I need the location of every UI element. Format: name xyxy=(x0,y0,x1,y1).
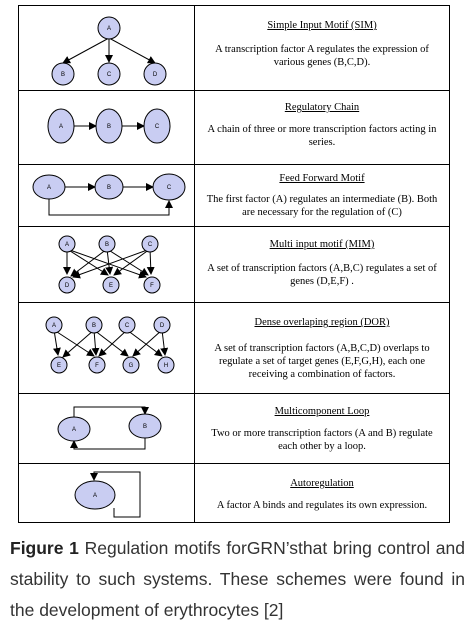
loop-node-a: A xyxy=(57,416,91,442)
svg-text:D: D xyxy=(65,283,70,289)
motif-row-sim: A B C D Simple Input Motif (SIM) A trans… xyxy=(18,5,450,90)
auto-diagram: A xyxy=(19,464,195,522)
auto-node-a: A xyxy=(74,480,116,510)
svg-text:A: A xyxy=(93,493,97,499)
sim-diagram: A B C D xyxy=(19,6,195,90)
svg-text:E: E xyxy=(109,283,113,289)
svg-text:D: D xyxy=(160,323,165,329)
dor-diagram: A B C D E F G H xyxy=(19,303,195,393)
motif-desc: A set of transcription factors (A,B,C) r… xyxy=(207,263,437,287)
mim-node-f: F xyxy=(143,276,161,294)
motif-row-auto: A Autoregulation A factor A binds and re… xyxy=(18,463,450,523)
motif-row-mim: A B C D E F Multi input motif (MIM) A se… xyxy=(18,226,450,302)
ffl-diagram: A B C xyxy=(19,165,195,226)
svg-text:A: A xyxy=(47,185,51,191)
loop-node-b: B xyxy=(128,413,162,439)
svg-text:C: C xyxy=(155,124,160,130)
chain-node-c: C xyxy=(143,108,171,144)
motif-row-ffl: A B C Feed Forward Motif The first facto… xyxy=(18,164,450,226)
motif-title: Regulatory Chain xyxy=(284,102,360,113)
chain-node-b: B xyxy=(95,108,123,144)
svg-text:H: H xyxy=(164,363,168,369)
dor-node-b: B xyxy=(85,316,103,334)
motif-title: Autoregulation xyxy=(290,478,354,489)
motif-desc: Two or more transcription factors (A and… xyxy=(211,428,433,452)
motif-row-dor: A B C D E F G H Dense overlaping region … xyxy=(18,302,450,393)
motif-desc: A factor A binds and regulates its own e… xyxy=(216,500,428,511)
svg-text:C: C xyxy=(125,323,130,329)
sim-node-d: D xyxy=(143,62,167,86)
dor-node-c: C xyxy=(118,316,136,334)
ffl-node-b: B xyxy=(94,174,124,200)
dor-node-g: G xyxy=(122,356,140,374)
mim-diagram: A B C D E F xyxy=(19,227,195,302)
svg-text:F: F xyxy=(150,283,154,289)
ffl-node-a: A xyxy=(32,174,66,200)
svg-text:B: B xyxy=(105,242,109,248)
svg-text:A: A xyxy=(72,427,76,433)
dor-node-h: H xyxy=(157,356,175,374)
sim-description: Simple Input Motif (SIM) A transcription… xyxy=(195,6,449,90)
motif-row-chain: A B C Regulatory Chain A chain of three … xyxy=(18,90,450,164)
sim-node-b: B xyxy=(51,62,75,86)
sim-node-c: C xyxy=(97,62,121,86)
ffl-description: Feed Forward Motif The first factor (A) … xyxy=(195,165,449,226)
mim-node-a: A xyxy=(58,235,76,253)
motif-desc: A transcription factor A regulates the e… xyxy=(215,44,429,68)
motif-desc: A chain of three or more transcription f… xyxy=(207,124,437,148)
mim-node-e: E xyxy=(102,276,120,294)
motif-title: Simple Input Motif (SIM) xyxy=(267,20,377,31)
svg-text:C: C xyxy=(148,242,153,248)
mim-node-d: D xyxy=(58,276,76,294)
svg-text:D: D xyxy=(153,72,158,78)
svg-text:G: G xyxy=(129,363,134,369)
svg-text:B: B xyxy=(61,72,65,78)
chain-diagram: A B C xyxy=(19,91,195,164)
svg-text:A: A xyxy=(107,26,111,32)
svg-text:A: A xyxy=(52,323,56,329)
mim-description: Multi input motif (MIM) A set of transcr… xyxy=(195,227,449,302)
motif-row-loop: A B Multicomponent Loop Two or more tran… xyxy=(18,393,450,463)
mim-node-b: B xyxy=(98,235,116,253)
loop-description: Multicomponent Loop Two or more transcri… xyxy=(195,394,449,463)
sim-node-a: A xyxy=(97,16,121,40)
dor-node-a: A xyxy=(45,316,63,334)
motif-title: Dense overlaping region (DOR) xyxy=(254,317,390,328)
svg-text:C: C xyxy=(167,185,172,191)
figure-caption: Figure 1 Regulation motifs forGRN’sthat … xyxy=(10,533,465,626)
svg-text:B: B xyxy=(92,323,96,329)
auto-description: Autoregulation A factor A binds and regu… xyxy=(195,464,449,522)
motif-table: A B C D Simple Input Motif (SIM) A trans… xyxy=(18,5,450,523)
motif-title: Multi input motif (MIM) xyxy=(269,239,375,250)
svg-text:F: F xyxy=(95,363,99,369)
motif-desc: A set of transcription factors (A,B,C,D)… xyxy=(214,343,430,380)
chain-description: Regulatory Chain A chain of three or mor… xyxy=(195,91,449,164)
motif-title: Multicomponent Loop xyxy=(274,406,370,417)
svg-text:E: E xyxy=(57,363,61,369)
dor-node-e: E xyxy=(50,356,68,374)
ffl-node-c: C xyxy=(152,173,186,201)
loop-diagram: A B xyxy=(19,394,195,463)
motif-title: Feed Forward Motif xyxy=(279,173,365,184)
svg-text:B: B xyxy=(143,424,147,430)
mim-node-c: C xyxy=(141,235,159,253)
svg-text:B: B xyxy=(107,124,111,130)
dor-node-d: D xyxy=(153,316,171,334)
dor-node-f: F xyxy=(88,356,106,374)
svg-text:B: B xyxy=(107,185,111,191)
svg-text:C: C xyxy=(107,72,112,78)
svg-text:A: A xyxy=(65,242,69,248)
chain-node-a: A xyxy=(47,108,75,144)
motif-desc: The first factor (A) regulates an interm… xyxy=(206,194,438,218)
svg-text:A: A xyxy=(59,124,63,130)
dor-description: Dense overlaping region (DOR) A set of t… xyxy=(195,303,449,393)
caption-text: Regulation motifs forGRN’sthat bring con… xyxy=(10,538,465,620)
figure-label: Figure 1 xyxy=(10,538,79,558)
